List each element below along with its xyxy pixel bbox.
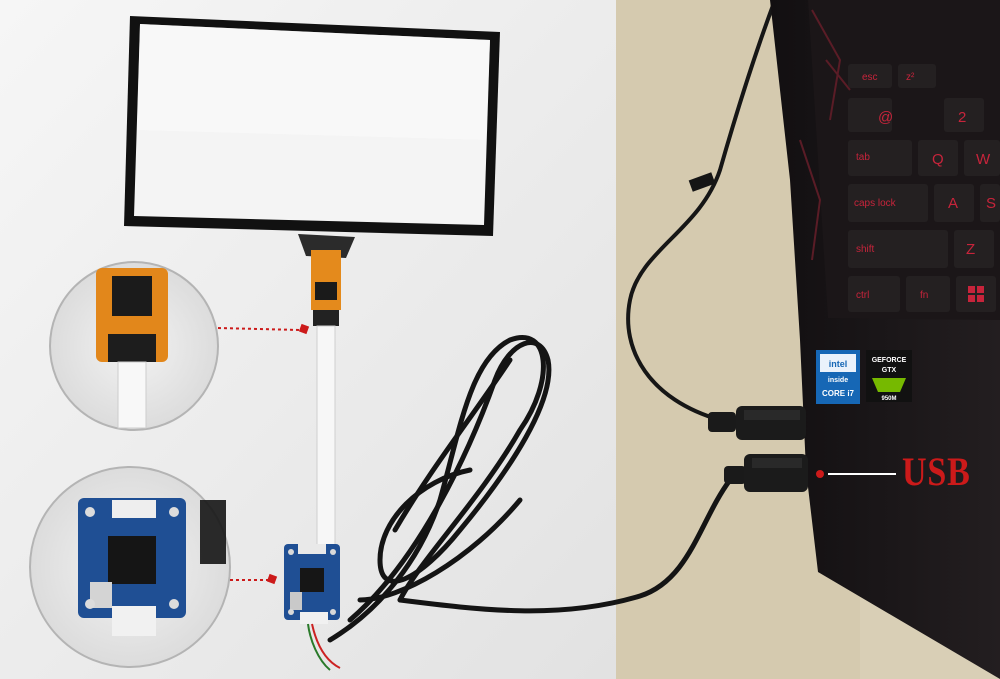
key-esc <box>848 64 892 88</box>
nvidia-sticker: GEFORCE GTX 950M <box>866 350 912 402</box>
key-label-fn: fn <box>920 290 928 301</box>
key-label-at: @ <box>878 109 893 126</box>
usb-callout-dot <box>816 470 824 478</box>
key-a <box>934 184 974 222</box>
key-label-w: W <box>976 151 991 168</box>
usb-plug-upper <box>708 406 806 440</box>
key-fn <box>906 276 950 312</box>
key-label-tab: tab <box>856 152 870 163</box>
key-2 <box>944 98 984 132</box>
svg-text:GEFORCE: GEFORCE <box>872 357 907 364</box>
key-win <box>956 276 996 312</box>
svg-text:intel: intel <box>829 359 848 369</box>
panel-flex-cable <box>298 234 355 547</box>
key-label-caps: caps lock <box>854 198 897 209</box>
key-at <box>848 98 892 132</box>
key-w <box>964 140 1000 176</box>
callout-line-flex <box>217 327 301 331</box>
key-label-z: Z <box>966 241 975 258</box>
key-shift <box>848 230 948 268</box>
key-caps <box>848 184 928 222</box>
touch-panel <box>124 16 500 236</box>
usb-cable-upper <box>626 0 777 422</box>
svg-text:CORE i7: CORE i7 <box>822 389 855 398</box>
usb-cable-coil <box>327 335 793 643</box>
key-z <box>954 230 994 268</box>
svg-text:950M: 950M <box>881 396 896 402</box>
key-label-q: Q <box>932 151 944 168</box>
controller-board <box>284 544 341 671</box>
zoom-circle-board <box>29 466 231 668</box>
key-z2 <box>898 64 936 88</box>
usb-plug-lower <box>724 454 808 492</box>
windows-logo-icon <box>968 286 984 302</box>
svg-text:GTX: GTX <box>882 367 897 374</box>
key-label-2: 2 <box>958 109 966 126</box>
svg-text:inside: inside <box>828 377 848 384</box>
key-tab <box>848 140 912 176</box>
intel-sticker: intel inside CORE i7 <box>816 350 860 404</box>
usb-callout-label: USB <box>902 449 971 494</box>
key-label-esc: esc <box>862 72 878 83</box>
key-label-ctrl: ctrl <box>856 290 869 301</box>
key-label-shift: shift <box>856 244 875 255</box>
key-s <box>980 184 1000 222</box>
keyboard: esc z² @ 2 tab Q W caps lock A S shift Z… <box>848 64 1000 312</box>
key-ctrl <box>848 276 900 312</box>
zoom-circle-flex <box>49 261 219 431</box>
key-label-z2: z² <box>906 72 915 83</box>
key-label-a: A <box>948 195 958 212</box>
key-label-s: S <box>986 195 996 212</box>
key-q <box>918 140 958 176</box>
